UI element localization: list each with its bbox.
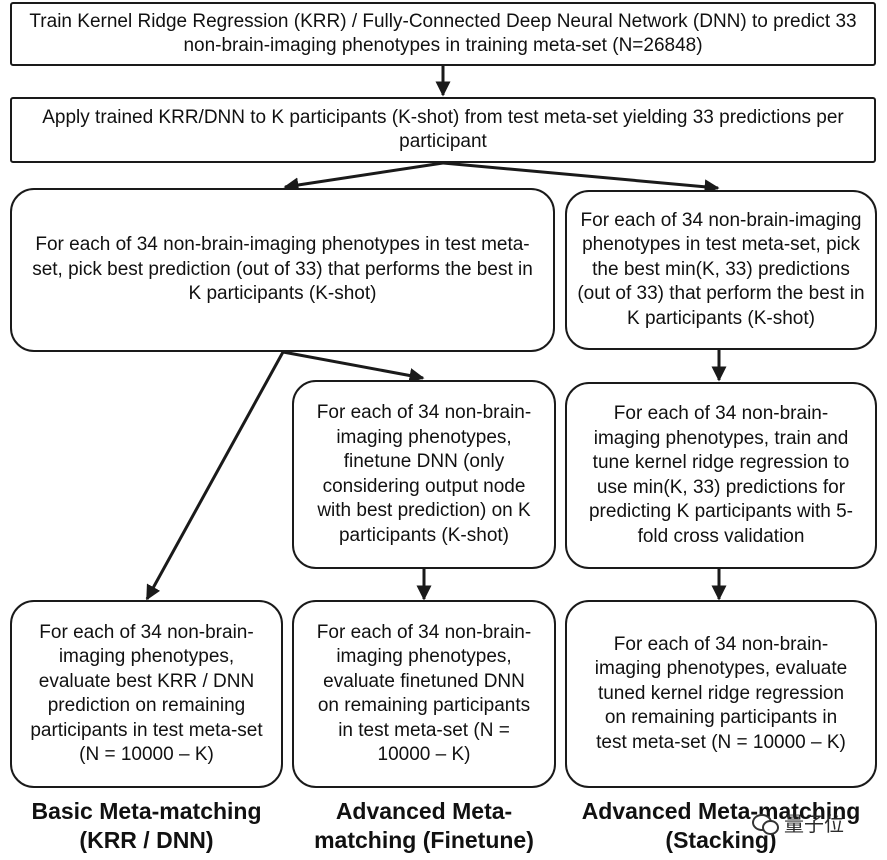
eval-stacking-text: For each of 34 non-brain-imaging phenoty… xyxy=(594,633,848,753)
finetune-box: For each of 34 non-brain-imaging phenoty… xyxy=(292,380,556,569)
apply-models-text: Apply trained KRR/DNN to K participants … xyxy=(42,106,844,153)
pick-best-box: For each of 34 non-brain-imaging phenoty… xyxy=(10,188,555,352)
wechat-icon xyxy=(752,812,779,835)
pick-min-text: For each of 34 non-brain-imaging phenoty… xyxy=(577,209,865,329)
arrow-pick-best-to-eval-basic xyxy=(145,351,285,601)
apply-models-box: Apply trained KRR/DNN to K participants … xyxy=(10,97,876,163)
eval-stacking-box: For each of 34 non-brain-imaging phenoty… xyxy=(565,600,877,788)
arrow-apply-to-pick-best xyxy=(283,161,444,193)
arrow-pick-best-to-finetune xyxy=(282,350,425,383)
arrow-apply-to-pick-min xyxy=(442,161,720,195)
watermark: 量子位 xyxy=(752,808,844,837)
pick-best-text: For each of 34 non-brain-imaging phenoty… xyxy=(32,234,533,305)
eval-basic-text: For each of 34 non-brain-imaging phenoty… xyxy=(30,621,263,766)
label-advanced-stacking: Advanced Meta-matching (Stacking) xyxy=(581,798,861,853)
pick-min-box: For each of 34 non-brain-imaging phenoty… xyxy=(565,190,877,350)
train-tune-text: For each of 34 non-brain-imaging phenoty… xyxy=(588,403,853,547)
finetune-text: For each of 34 non-brain-imaging phenoty… xyxy=(316,402,532,546)
eval-finetune-text: For each of 34 non-brain-imaging phenoty… xyxy=(316,621,532,766)
train-models-box: Train Kernel Ridge Regression (KRR) / Fu… xyxy=(10,2,876,66)
label-advanced-finetune: Advanced Meta-matching (Finetune) xyxy=(314,798,534,853)
train-tune-box: For each of 34 non-brain-imaging phenoty… xyxy=(565,382,877,569)
eval-finetune-box: For each of 34 non-brain-imaging phenoty… xyxy=(292,600,556,788)
eval-basic-box: For each of 34 non-brain-imaging phenoty… xyxy=(10,600,283,788)
label-basic-meta-matching: Basic Meta-matching (KRR / DNN) xyxy=(31,798,262,853)
train-models-text: Train Kernel Ridge Regression (KRR) / Fu… xyxy=(29,10,857,57)
watermark-text: 量子位 xyxy=(784,814,844,836)
